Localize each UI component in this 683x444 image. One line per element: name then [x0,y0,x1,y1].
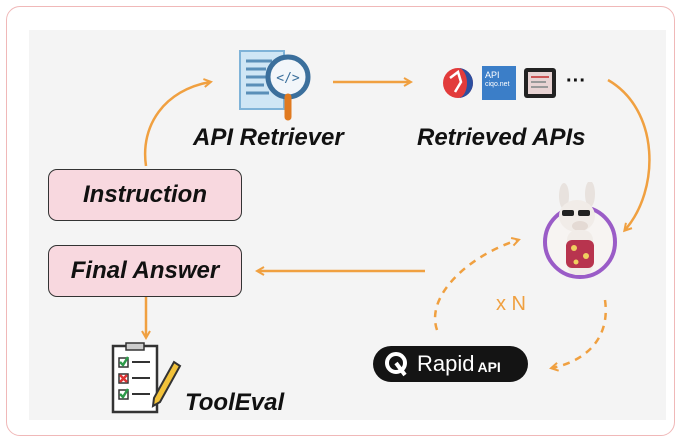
arrow-instruction-to-retriever [143,82,210,167]
instruction-box: Instruction [48,169,242,221]
instruction-label: Instruction [83,181,207,208]
final-answer-label: Final Answer [70,257,220,284]
tooleval-label: ToolEval [185,389,285,416]
tablet-app-icon [524,68,556,98]
rapidapi-brand-text: Rapid [417,351,475,376]
llama-model-icon [543,182,617,279]
final-answer-box: Final Answer [48,245,242,297]
arrow-rapidapi-to-llama [433,240,518,331]
more-apis-ellipsis: ··· [566,70,586,92]
api-badge-line2: ciqo.net [485,81,510,88]
checklist-icon [111,342,182,414]
loop-count-label: x N [496,293,526,315]
api-badge-line1: API [485,70,500,80]
arrow-apis-to-llama [607,78,651,230]
basketball-logo-icon [443,68,473,98]
svg-text:</>: </> [276,71,300,86]
arrow-llama-to-rapidapi [552,299,607,368]
rapidapi-suffix-text: API [477,358,501,375]
retrieved-apis-label: Retrieved APIs [417,124,586,151]
rapidapi-logo-icon [385,352,407,377]
api-retriever-label: API Retriever [193,124,344,151]
api-badge-icon: API ciqo.net [482,66,516,100]
rapidapi-badge: Rapid API [373,346,528,382]
document-code-search-icon: </> [239,50,311,121]
